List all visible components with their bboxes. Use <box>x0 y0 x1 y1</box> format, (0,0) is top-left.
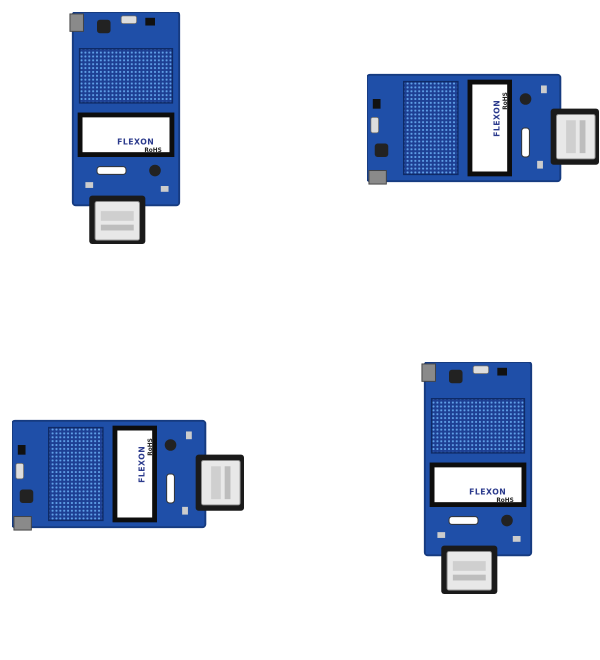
ssd-module-top-right: FLEXON RoHS <box>418 6 534 246</box>
rohs-label: RoHS <box>148 438 154 455</box>
ssd-module-top-left: FLEXON RoHS <box>68 8 184 248</box>
brand-label: FLEXON <box>492 100 501 137</box>
rohs-label: RoHS <box>503 92 509 109</box>
rohs-label: RoHS <box>496 498 513 504</box>
brand-label: FLEXON <box>469 487 506 496</box>
ssd-module-bottom-left: FLEXON RoHS <box>8 420 124 660</box>
ssd-module-bottom-right: FLEXON RoHS <box>420 358 536 598</box>
brand-label: FLEXON <box>117 137 154 146</box>
rohs-label: RoHS <box>144 148 161 154</box>
brand-label: FLEXON <box>137 446 146 483</box>
